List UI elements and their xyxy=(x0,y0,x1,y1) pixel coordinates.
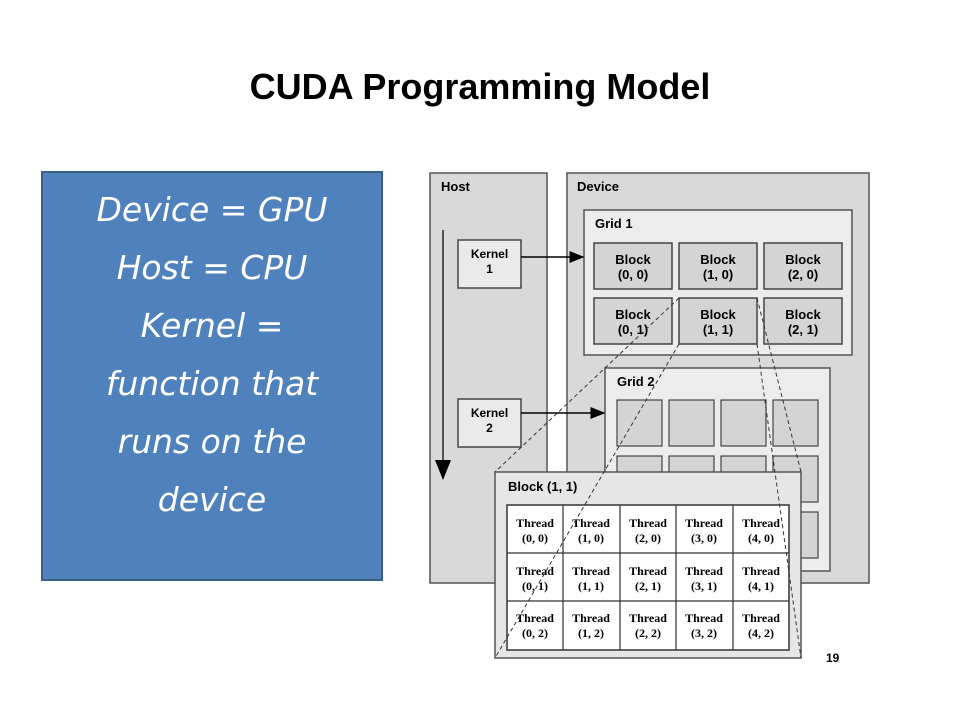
block-box xyxy=(593,242,673,290)
block-box xyxy=(593,297,673,345)
thread-index: (2, 1) xyxy=(635,579,661,593)
thread-table xyxy=(506,504,790,651)
kernel-2-label: Kernel xyxy=(471,406,508,420)
thread-index: (4, 0) xyxy=(748,531,774,545)
thread-label: Thread xyxy=(572,611,610,625)
block-index: (0, 0) xyxy=(618,267,648,282)
device-label: Device xyxy=(577,179,619,194)
zoom-line xyxy=(494,343,680,659)
grid-2-block xyxy=(720,399,767,447)
thread-index: (4, 2) xyxy=(748,626,774,640)
thread-label: Thread xyxy=(629,516,667,530)
zoom-line xyxy=(756,343,802,659)
slide-title: CUDA Programming Model xyxy=(249,66,711,107)
host-label: Host xyxy=(441,179,471,194)
block-label: Block xyxy=(700,307,736,322)
thread-index: (0, 1) xyxy=(522,579,548,593)
block-label: Block xyxy=(700,252,736,267)
definition-line: function that xyxy=(105,364,319,403)
block-index: (2, 1) xyxy=(788,322,818,337)
thread-label: Thread xyxy=(516,516,554,530)
block-box xyxy=(678,242,758,290)
kernel-1-number: 1 xyxy=(486,262,493,276)
block-box-highlighted xyxy=(678,297,758,345)
thread-index: (3, 1) xyxy=(691,579,717,593)
definition-line: device xyxy=(157,480,267,519)
block-label: Block xyxy=(785,252,821,267)
thread-index: (1, 1) xyxy=(578,579,604,593)
definitions-text: Device = GPU Host = CPU Kernel = functio… xyxy=(49,181,375,529)
block-box xyxy=(763,297,843,345)
thread-label: Thread xyxy=(572,564,610,578)
page-number: 19 xyxy=(826,651,840,665)
thread-label: Thread xyxy=(742,564,780,578)
block-label: Block xyxy=(615,307,651,322)
thread-label: Thread xyxy=(516,564,554,578)
thread-index: (3, 2) xyxy=(691,626,717,640)
grid-1-label: Grid 1 xyxy=(595,216,633,231)
thread-index: (1, 0) xyxy=(578,531,604,545)
block-index: (0, 1) xyxy=(618,322,648,337)
definition-line: runs on the xyxy=(117,422,307,461)
zoom-line xyxy=(756,297,802,473)
kernel-1-box xyxy=(457,239,522,289)
thread-index: (2, 2) xyxy=(635,626,661,640)
block-index: (1, 0) xyxy=(703,267,733,282)
grid-2-block xyxy=(668,399,715,447)
definition-line: Host = CPU xyxy=(116,248,308,287)
thread-index: (2, 0) xyxy=(635,531,661,545)
block-label: Block xyxy=(785,307,821,322)
kernel-2-number: 2 xyxy=(486,421,493,435)
block-index: (1, 1) xyxy=(703,322,733,337)
thread-label: Thread xyxy=(516,611,554,625)
thread-index: (4, 1) xyxy=(748,579,774,593)
thread-label: Thread xyxy=(742,516,780,530)
block-label: Block xyxy=(615,252,651,267)
thread-index: (0, 2) xyxy=(522,626,548,640)
thread-label: Thread xyxy=(629,611,667,625)
zoom-line xyxy=(494,297,680,473)
block-box xyxy=(763,242,843,290)
block-detail-label: Block (1, 1) xyxy=(508,479,577,494)
thread-label: Thread xyxy=(572,516,610,530)
grid-2-block xyxy=(772,399,819,447)
definition-line: Kernel = xyxy=(140,306,284,345)
thread-label: Thread xyxy=(742,611,780,625)
definitions-callout: Device = GPU Host = CPU Kernel = functio… xyxy=(41,171,383,581)
grid-2-label: Grid 2 xyxy=(617,374,655,389)
thread-label: Thread xyxy=(685,611,723,625)
grid-2-block xyxy=(616,399,663,447)
thread-index: (3, 0) xyxy=(691,531,717,545)
block-index: (2, 0) xyxy=(788,267,818,282)
kernel-2-box xyxy=(457,398,522,448)
definition-line: Device = GPU xyxy=(96,190,328,229)
thread-label: Thread xyxy=(685,564,723,578)
thread-label: Thread xyxy=(629,564,667,578)
kernel-1-label: Kernel xyxy=(471,247,508,261)
thread-label: Thread xyxy=(685,516,723,530)
thread-index: (0, 0) xyxy=(522,531,548,545)
thread-index: (1, 2) xyxy=(578,626,604,640)
